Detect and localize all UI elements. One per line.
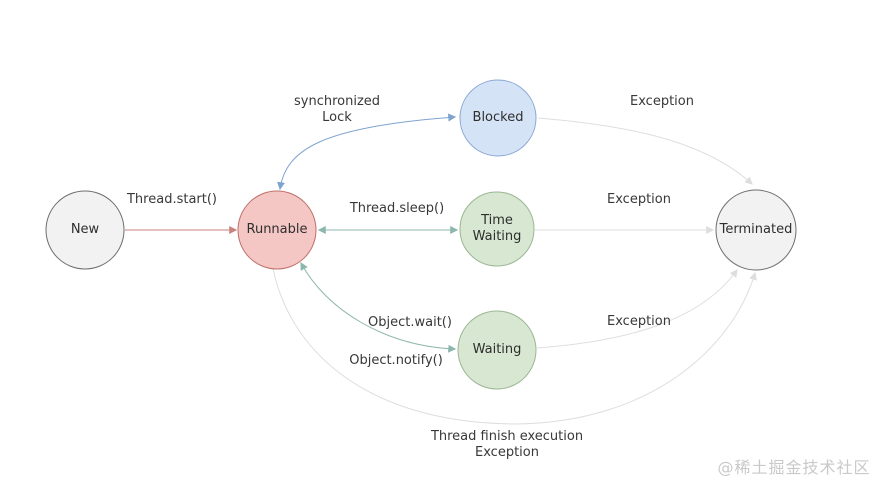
edge-runnable-waiting [300, 261, 457, 353]
label-object-notify: Object.notify() [349, 353, 443, 369]
label-line: synchronized [293, 94, 381, 110]
node-label-waiting: Waiting [472, 342, 522, 358]
label-exception-waiting: Exception [607, 314, 671, 330]
label-line: Exception [475, 445, 539, 460]
label-exception-time-waiting: Exception [607, 192, 671, 208]
node-runnable [237, 190, 317, 270]
node-label-time-waiting: Time Waiting [472, 213, 522, 244]
edge-blocked-to-terminated [537, 117, 753, 185]
label-exception-blocked: Exception [630, 94, 694, 110]
node-blocked [459, 79, 537, 157]
edge-waiting-to-terminated [536, 269, 738, 349]
label-thread-start: Thread.start() [126, 192, 218, 208]
label-line: Lock [322, 110, 352, 125]
node-label-blocked: Blocked [472, 110, 524, 126]
node-label-terminated: Terminated [719, 222, 793, 238]
label-object-wait: Object.wait() [368, 315, 452, 331]
label-thread-sleep: Thread.sleep() [349, 201, 445, 217]
label-line: Thread finish execution [430, 429, 584, 445]
node-label-runnable: Runnable [246, 222, 308, 238]
label-synchronized-lock: synchronized Lock [294, 94, 380, 126]
label-thread-finish: Thread finish execution Exception [431, 429, 583, 461]
edge-runnable-blocked [277, 113, 457, 191]
node-waiting [457, 310, 537, 390]
node-time-waiting [459, 191, 535, 267]
node-new [45, 190, 125, 270]
watermark: @稀土掘金技术社区 [717, 458, 871, 477]
node-terminated [715, 189, 797, 271]
edge-runnable-to-terminated [272, 267, 757, 425]
node-label-new: New [70, 222, 100, 238]
